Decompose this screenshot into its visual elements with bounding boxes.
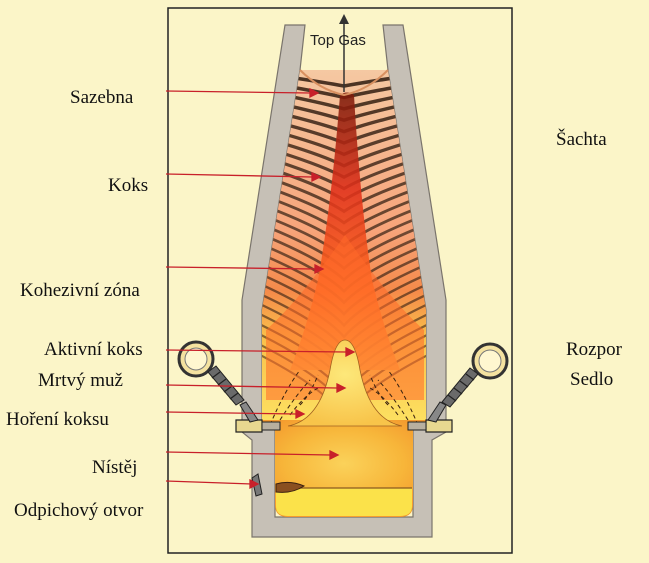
burden-top bbox=[299, 69, 389, 97]
label-rozpor: Rozpor bbox=[566, 339, 622, 360]
dead-man-cone bbox=[287, 339, 403, 427]
pointer-koks bbox=[165, 173, 313, 178]
label-sedlo: Sedlo bbox=[570, 369, 614, 390]
pointer-nistej bbox=[165, 451, 331, 456]
cohesive-zone bbox=[266, 235, 424, 400]
label-koks: Koks bbox=[108, 175, 149, 196]
pointer-mrtvy-muz bbox=[165, 384, 338, 389]
label-nistej: Nístěj bbox=[92, 457, 138, 478]
top-gas-arrowhead bbox=[339, 14, 349, 24]
pointer-odpichovy-otvor bbox=[165, 480, 253, 485]
label-aktivni-koks: Aktivní koks bbox=[44, 339, 143, 360]
pointer-kohezivni-zona bbox=[165, 266, 316, 270]
label-mrtvy-muz: Mrtvý muž bbox=[38, 370, 123, 391]
pointer-horeni-koksu bbox=[165, 411, 297, 415]
molten-iron-pool bbox=[276, 488, 412, 516]
pointer-aktivni-koks bbox=[165, 349, 347, 353]
label-sazebna: Sazebna bbox=[70, 87, 134, 108]
label-horeni-koksu: Hoření koksu bbox=[6, 409, 109, 430]
diagram-frame bbox=[167, 7, 513, 554]
pointer-sazebna bbox=[165, 90, 311, 94]
label-sachta: Šachta bbox=[556, 129, 607, 150]
tuyere-right bbox=[407, 342, 509, 433]
top-gas-label: Top Gas bbox=[310, 32, 366, 49]
label-odpichovy-otvor: Odpichový otvor bbox=[14, 500, 144, 521]
raceway-streaks bbox=[269, 369, 419, 426]
label-kohezivni-zona: Kohezivní zóna bbox=[20, 280, 140, 301]
